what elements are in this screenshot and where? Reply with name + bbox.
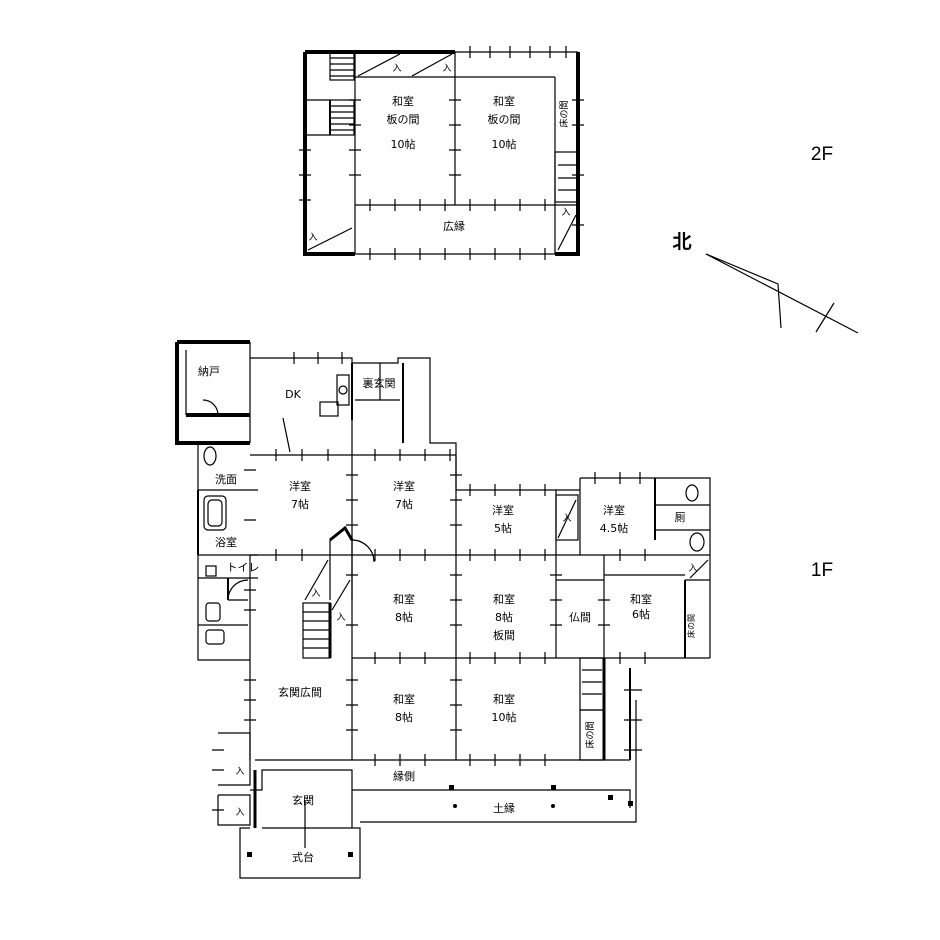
toilet-4 [689,532,705,552]
washitsu-6-size: 6帖 [632,608,650,621]
north-arrow-head [705,253,782,329]
yoshitsu-b-size: 7帖 [395,498,413,511]
floor-1f-label: 1F [811,560,833,581]
closet-2f-a: 入 [392,63,401,74]
genkan-label: 玄関 [292,793,314,807]
closet-1f-c: 入 [311,588,320,599]
toilet-2 [205,629,225,645]
closet-1f-e: 入 [562,513,571,524]
closet-2f-c: 入 [308,232,317,243]
room-2f-2-size: 10帖 [492,138,517,151]
butsuma-label: 仏間 [569,611,591,624]
washitsu-8b-sub: 板間 [493,628,515,642]
room-2f-1-size: 10帖 [391,138,416,151]
north-arrow-tick [815,302,835,333]
yoshitsu-c-size: 5帖 [494,522,512,535]
tokonoma-small-label: 床の間 [686,614,696,638]
wash-basin [203,446,217,466]
yokushitsu-label: 浴室 [215,535,237,549]
yoshitsu-d-size: 4.5帖 [600,522,629,535]
yoshitsu-d-name: 洋室 [603,503,625,517]
genkan-hiroma-label: 玄関広間 [278,685,322,699]
washitsu-8b-size: 8帖 [495,611,513,624]
washitsu-6-name: 和室 [630,592,652,606]
closet-2f-d: 入 [561,207,570,218]
north-arrow: 北 [672,231,859,334]
shelf-2f [554,151,579,203]
north-label: 北 [672,231,691,253]
washitsu-8c-name: 和室 [393,692,415,706]
toilet-label: トイレ [227,561,260,574]
washitsu-8c-size: 8帖 [395,711,413,724]
floor-2f: 和室 板の間 10帖 和室 板の間 10帖 床の間 広縁 入 入 入 入 [299,46,584,260]
wall-2f-east [555,52,580,256]
room-2f-1-sub: 板の間 [387,112,420,126]
yoshitsu-b-name: 洋室 [393,479,415,493]
doen-label: 土縁 [493,801,515,815]
washitsu-8b-name: 和室 [493,592,515,606]
uragenkan-label: 裏玄関 [363,376,396,390]
toilet-1 [205,602,221,622]
nando-label: 納戸 [198,365,220,378]
closet-1f-a: 入 [235,766,244,777]
tokonoma-2f-label: 床の間 [558,100,570,127]
sink [319,401,339,417]
floor-2f-label: 2F [811,144,833,165]
washitsu-10-size: 10帖 [492,711,517,724]
closet-1f-d: 入 [336,612,345,623]
yoshitsu-c-name: 洋室 [492,503,514,517]
washitsu-10-name: 和室 [493,692,515,706]
staircase-2f [305,51,355,136]
room-2f-2-sub: 板の間 [488,112,521,126]
north-arrow-shaft [705,253,859,334]
room-2f-2-name: 和室 [493,94,515,108]
staircase-1f [302,525,375,659]
closet-1f-f: 入 [688,563,697,574]
washitsu-8a-size: 8帖 [395,611,413,624]
yoshitsu-a-size: 7帖 [291,498,309,511]
shikidai-label: 式台 [292,850,314,864]
dk-label: DK [285,388,301,401]
senmen-label: 洗面 [215,473,237,486]
posts [247,785,633,857]
closet-1f-b: 入 [235,807,244,818]
floor-1f: 納戸 DK 裏玄関 洗面 浴室 トイレ 洋室 7帖 洋室 7帖 洋室 5帖 洋室… [175,340,711,879]
bathtub [203,495,227,531]
tokonoma-1f-label: 床の間 [584,721,596,748]
washitsu-8a-name: 和室 [393,592,415,606]
toilet-3 [685,484,699,502]
hiroen-label: 広縁 [443,219,465,233]
room-2f-1-name: 和室 [392,94,414,108]
yoshitsu-a-name: 洋室 [289,479,311,493]
wall-2f-west [303,52,355,256]
kitchen-counter [336,374,350,406]
kuriya-label: 厠 [675,511,686,524]
closet-2f-b: 入 [442,63,451,74]
engawa-label: 縁側 [393,769,415,783]
